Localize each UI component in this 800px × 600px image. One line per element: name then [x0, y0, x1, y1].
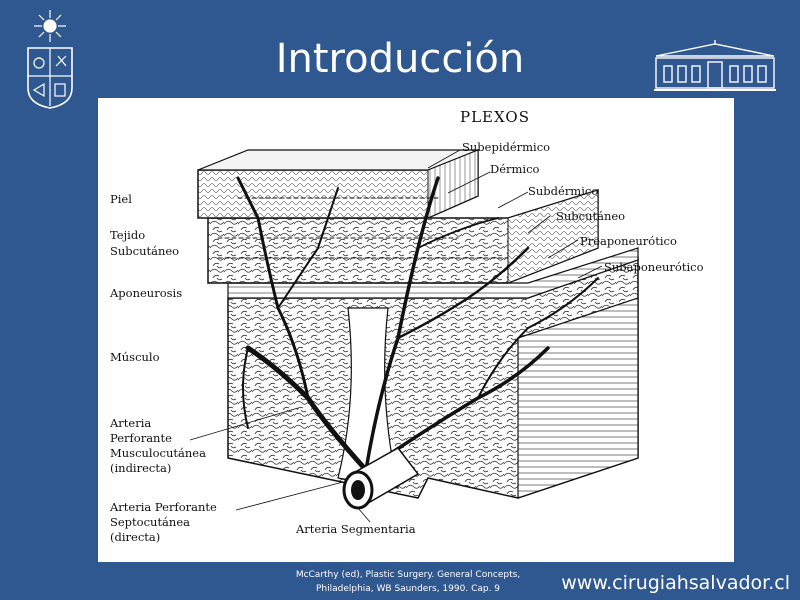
vascular-plexus-figure: PLEXOS Subepidérmico Dérmico Subdérmico … [98, 98, 734, 562]
segmental-artery-tube [342, 447, 420, 510]
subcutaneous-layer [207, 188, 599, 284]
plexus-label-subepidermico: Subepidérmico [462, 140, 551, 154]
artery-label-musculocutanea-4: (indirecta) [110, 461, 172, 475]
layer-label-aponeurosis: Aponeurosis [110, 286, 183, 300]
muscle-layer [227, 256, 639, 499]
vessels [217, 176, 599, 473]
plexus-label-subaponeurotico: Subaponeurótico [604, 260, 704, 274]
plexus-label-dermico: Dérmico [490, 162, 540, 176]
layer-label-subcutaneo: Subcutáneo [110, 244, 180, 258]
plexus-label-subdermico: Subdérmico [528, 184, 599, 198]
citation-line-2: Philadelphia, WB Saunders, 1990. Cap. 9 [315, 584, 501, 594]
leader-lines [189, 149, 603, 523]
citation-line-1: McCarthy (ed), Plastic Surgery. General … [295, 570, 521, 580]
hospital-building-logo [654, 40, 776, 91]
artery-label-septocutanea-2: Septocutánea [110, 515, 190, 529]
citation: McCarthy (ed), Plastic Surgery. General … [268, 568, 548, 596]
artery-label-segmentaria: Arteria Segmentaria [296, 522, 416, 536]
plexus-label-preaponeurotico: Preaponeurótico [580, 234, 677, 248]
layer-label-musculo: Músculo [110, 350, 160, 364]
skin-layer [197, 148, 479, 219]
artery-label-musculocutanea-1: Arteria [110, 416, 152, 430]
plexus-label-subcutaneo: Subcutáneo [556, 209, 626, 223]
slide-title: Introducción [275, 36, 525, 82]
artery-label-septocutanea-3: (directa) [110, 530, 161, 544]
layer-label-piel: Piel [110, 192, 132, 206]
artery-label-septocutanea-1: Arteria Perforante [110, 500, 217, 514]
university-seal-logo [27, 10, 73, 109]
artery-label-musculocutanea-2: Perforante [110, 431, 172, 445]
aponeurosis-layer [227, 247, 639, 299]
artery-label-musculocutanea-3: Musculocutánea [110, 446, 206, 460]
tissue-block-illustration [189, 148, 639, 523]
plexos-heading: PLEXOS [460, 108, 530, 126]
layer-label-tejido: Tejido [110, 228, 146, 242]
website-link[interactable]: www.cirugiahsalvador.cl [561, 572, 790, 594]
